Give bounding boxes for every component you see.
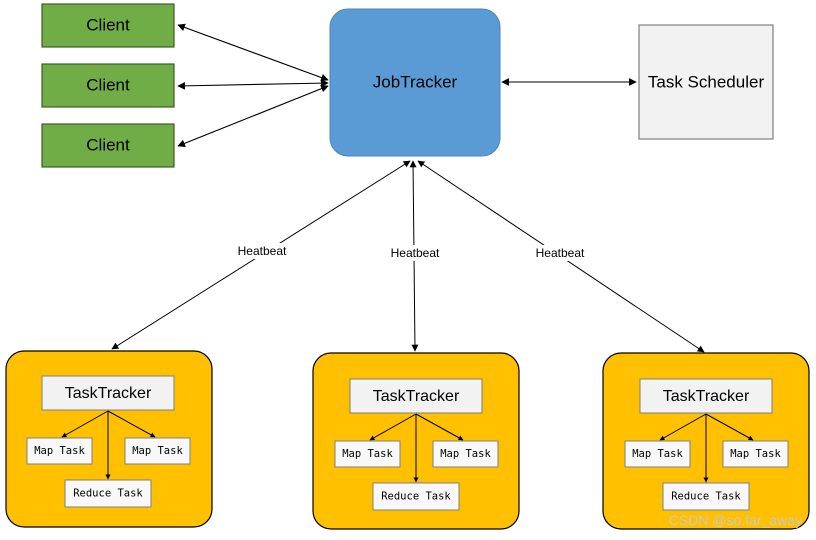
node-2-edge-map1	[369, 413, 417, 441]
node-2-map-task-1-label: Map Task	[342, 448, 393, 460]
node-1-edge-map1	[61, 410, 109, 438]
task-scheduler: Task Scheduler	[638, 24, 774, 140]
jobtracker-box	[329, 8, 501, 157]
node-3-edge-map1	[659, 413, 707, 441]
node-2-reduce-task-box	[372, 482, 460, 511]
heartbeat-label-3: Heatbeat	[536, 246, 585, 260]
client-1-box	[41, 3, 175, 48]
node-1-edge-map2	[107, 410, 156, 438]
client-1: Client	[41, 3, 175, 48]
client-3: Client	[41, 123, 175, 168]
heartbeat-label-3-bg	[530, 245, 590, 261]
node-1-tasktracker-box	[41, 375, 175, 411]
node-3-map-task-2-label: Map Task	[730, 448, 781, 460]
node-1-reduce-task-box	[64, 479, 152, 508]
heartbeat-label-1-bg	[232, 243, 292, 259]
tasktracker-node-2: TaskTracker Map Task Map Task Reduce Tas…	[312, 352, 520, 530]
node-2-reduce-task-label: Reduce Task	[381, 491, 451, 503]
node-3-map-task-2-box	[722, 440, 789, 468]
heartbeat-label-2-bg	[385, 245, 445, 261]
node-3-edge-map2	[705, 413, 754, 441]
task-scheduler-label: Task Scheduler	[648, 72, 765, 91]
client-3-label: Client	[86, 135, 130, 154]
node-2-tasktracker-box	[349, 378, 483, 414]
client-1-edge	[177, 23, 329, 82]
client-2-label: Client	[86, 75, 130, 94]
node-1-reduce-task-label: Reduce Task	[73, 488, 143, 500]
client-2-box	[41, 63, 175, 108]
heartbeat-label-2: Heatbeat	[391, 246, 440, 260]
node-1-tasktracker-label: TaskTracker	[65, 385, 152, 402]
jobtracker: JobTracker	[329, 8, 501, 157]
node-2-map-task-1-box	[334, 440, 401, 468]
client-1-label: Client	[86, 15, 130, 34]
tasktracker-node-1: TaskTracker Map Task Map Task Reduce Tas…	[5, 350, 213, 528]
client-2-edge	[177, 79, 329, 90]
node-1-map-task-2-label: Map Task	[132, 445, 183, 457]
node-2-map-task-2-box	[432, 440, 499, 468]
node-3-tasktracker-label: TaskTracker	[663, 388, 750, 405]
node-2-map-task-2-label: Map Task	[440, 448, 491, 460]
node-1-map-task-1-label: Map Task	[34, 445, 85, 457]
task-scheduler-box	[638, 24, 774, 140]
node-2-edge-map2	[415, 413, 464, 441]
node-1-map-task-1-box	[26, 437, 93, 465]
jobtracker-label: JobTracker	[373, 72, 458, 91]
node-2-tasktracker-label: TaskTracker	[373, 388, 460, 405]
node-3-map-task-1-label: Map Task	[632, 448, 683, 460]
node-3-reduce-task-label: Reduce Task	[671, 491, 741, 503]
watermark: CSDN @so.far_away	[668, 512, 802, 528]
client-3-edge	[177, 84, 329, 148]
node-1-map-task-2-box	[124, 437, 191, 465]
client-2: Client	[41, 63, 175, 108]
node-3-map-task-1-box	[624, 440, 691, 468]
tasktracker-node-3: TaskTracker Map Task Map Task Reduce Tas…	[602, 352, 810, 530]
node-3-reduce-task-box	[662, 482, 750, 511]
client-3-box	[41, 123, 175, 168]
heartbeat-label-1: Heatbeat	[238, 244, 287, 258]
node-3-tasktracker-box	[639, 378, 773, 414]
